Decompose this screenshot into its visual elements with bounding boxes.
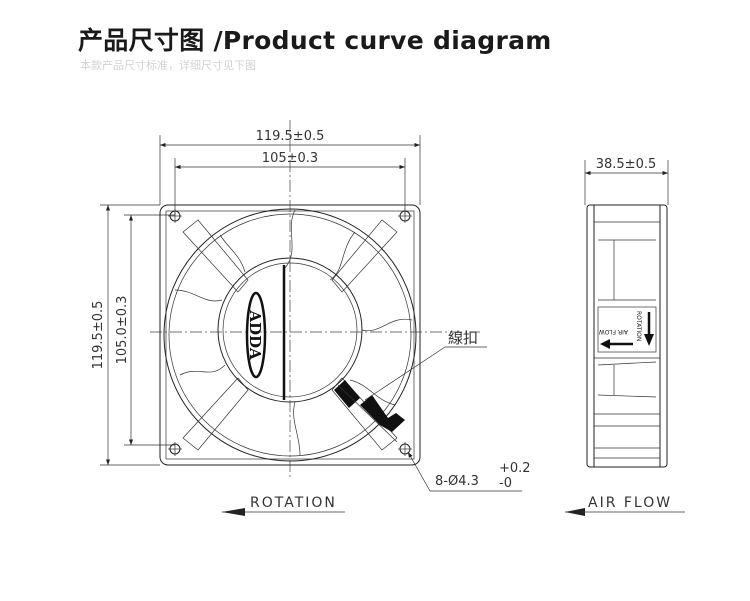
hole-spec-callout: 8-Ø4.3 +0.2 -0	[407, 451, 531, 492]
arrow-left-icon	[222, 508, 245, 516]
page-subtitle: 本款产品尺寸标准，详细尺寸见下图	[80, 59, 256, 72]
side-view: 38.5±0.5 ROTATION AIR FLOW	[565, 157, 685, 516]
airflow-indicator: AIR FLOW	[565, 495, 685, 516]
adda-logo: ADDA	[245, 291, 267, 379]
fan-struts	[182, 219, 398, 451]
height-holes-text: 105.0±0.3	[115, 296, 130, 365]
dimension-height-holes: 105.0±0.3	[115, 214, 175, 446]
side-frame	[586, 204, 668, 468]
arrow-down-icon	[644, 334, 654, 346]
front-view: 119.5±0.5 105±0.3 119.5±0.5 105.0±0.3	[91, 120, 531, 516]
side-label-airflow: AIR FLOW	[599, 328, 628, 335]
wire-clip	[334, 380, 405, 443]
wire-clip-label: 線扣	[448, 329, 478, 347]
arrow-left-icon	[600, 339, 610, 349]
airflow-label: AIR FLOW	[588, 495, 672, 511]
arrow-left-icon	[565, 508, 585, 516]
dimension-depth: 38.5±0.5	[584, 157, 669, 205]
side-label-rotation: ROTATION	[635, 311, 642, 341]
mounting-holes	[168, 209, 412, 456]
wire-clip-callout: 線扣	[364, 329, 487, 401]
height-overall-text: 119.5±0.5	[91, 301, 106, 370]
depth-text: 38.5±0.5	[596, 157, 657, 172]
dimension-height-overall: 119.5±0.5	[91, 204, 160, 466]
hole-spec-text: 8-Ø4.3	[435, 474, 479, 489]
hole-tol-upper: +0.2	[499, 461, 531, 476]
page-title: 产品尺寸图 /Product curve diagram	[78, 26, 552, 55]
rotation-label: ROTATION	[250, 495, 337, 511]
width-holes-text: 105±0.3	[262, 151, 318, 166]
side-label-panel: ROTATION AIR FLOW	[599, 311, 654, 349]
rotation-indicator: ROTATION	[222, 495, 345, 516]
hole-tol-lower: -0	[499, 476, 512, 491]
svg-text:ADDA: ADDA	[246, 309, 264, 360]
